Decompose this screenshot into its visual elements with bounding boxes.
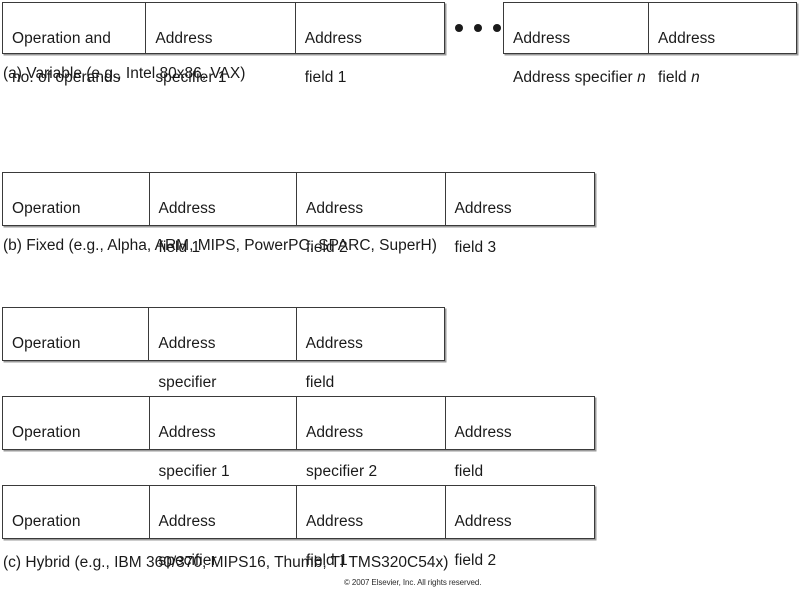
cell-line-2: specifier [158,373,217,391]
fixed-format-box: Operation Address field 1 Address field … [2,172,595,256]
cell-address-specifier-n: Address Address specifier n [504,3,650,86]
cell-line-2: no. of operands [12,68,121,86]
cell-operation: Operation [3,173,150,225]
cell-line-1: Address [658,29,716,47]
cell-address-specifier-1: Address specifier 1 [146,3,296,86]
copyright-notice: © 2007 Elsevier, Inc. All rights reserve… [344,578,482,587]
cell-operation: Operation [3,486,150,538]
cell-address-field-1: Address field 1 [150,173,297,256]
cell-address-field: Address field [446,397,595,480]
hybrid-format-box-row-1: Operation Address specifier Address fiel… [2,307,445,391]
cell-line-1: Address [513,29,571,47]
cell-address-specifier-1: Address specifier 1 [150,397,297,480]
caption-hybrid: (c) Hybrid (e.g., IBM 360/370, MIPS16, T… [3,554,449,571]
cell-line-1: Address [158,199,216,217]
cell-line-2: field [454,462,484,480]
cell-italic-n: n [691,68,700,86]
caption-fixed: (b) Fixed (e.g., Alpha, ARM, MIPS, Power… [3,237,437,254]
cell-line-2: field 2 [454,551,497,569]
cell-line-1: Operation [12,334,81,352]
cell-italic-n: n [637,68,646,86]
cell-operation-and-operand-count: Operation and no. of operands [3,3,147,86]
cell-line-1: Address [306,423,364,441]
cell-line-1: Address [155,29,213,47]
cell-line-1: Address [158,334,216,352]
cell-line-2: field 1 [306,551,348,569]
cell-line-1: Address [454,423,512,441]
variable-format-box-part1: Operation and no. of operands Address sp… [2,2,445,86]
cell-line-2: field 1 [158,238,201,256]
cell-address-field-1: Address field 1 [297,486,446,569]
cell-line-1: Address [305,334,363,352]
hybrid-format-box-row-3: Operation Address specifier Address fiel… [2,485,595,569]
cell-address-field-2: Address field 2 [297,173,446,256]
cell-line-1: Address [304,29,362,47]
cell-line-1: Operation [12,199,81,217]
cell-line-1: Operation and [12,29,111,47]
cell-line-1: Operation [12,423,81,441]
cell-line-2: field 1 [304,68,347,86]
cell-operation: Operation [3,397,150,449]
cell-line-1: Operation [12,512,81,530]
cell-address-specifier: Address specifier [150,486,297,569]
variable-format-box-part2: Address Address specifier n Address fiel… [503,2,797,86]
cell-line-2: field 3 [454,238,497,256]
cell-line-2: specifier [158,551,217,569]
cell-line-2-prefix: Address specifier [513,68,638,86]
cell-line-1: Address [306,512,364,530]
cell-operation: Operation [3,308,150,360]
cell-line-2: field [305,373,335,391]
cell-line-2: specifier 1 [158,462,230,480]
cell-line-1: Address [454,512,512,530]
cell-address-specifier: Address specifier [149,308,297,391]
cell-address-field-1: Address field 1 [296,3,444,86]
cell-line-2-prefix: field [658,68,692,86]
cell-address-field-n: Address field n [649,3,796,86]
ellipsis-dot-1 [455,24,463,32]
cell-line-1: Address [158,512,216,530]
cell-address-field: Address field [297,308,444,391]
cell-address-field-3: Address field 3 [446,173,595,256]
caption-variable: (a) Variable (e.g., Intel 80x86, VAX) [3,65,246,82]
cell-line-1: Address [306,199,364,217]
cell-line-2: specifier 2 [306,462,378,480]
hybrid-format-box-row-2: Operation Address specifier 1 Address sp… [2,396,595,480]
ellipsis-dots [455,24,501,32]
cell-line-1: Address [158,423,216,441]
ellipsis-dot-2 [474,24,482,32]
ellipsis-dot-3 [493,24,501,32]
cell-line-2: specifier 1 [155,68,227,86]
cell-line-2: field 2 [306,238,348,256]
cell-address-specifier-2: Address specifier 2 [297,397,446,480]
cell-address-field-2: Address field 2 [446,486,595,569]
cell-line-1: Address [454,199,512,217]
